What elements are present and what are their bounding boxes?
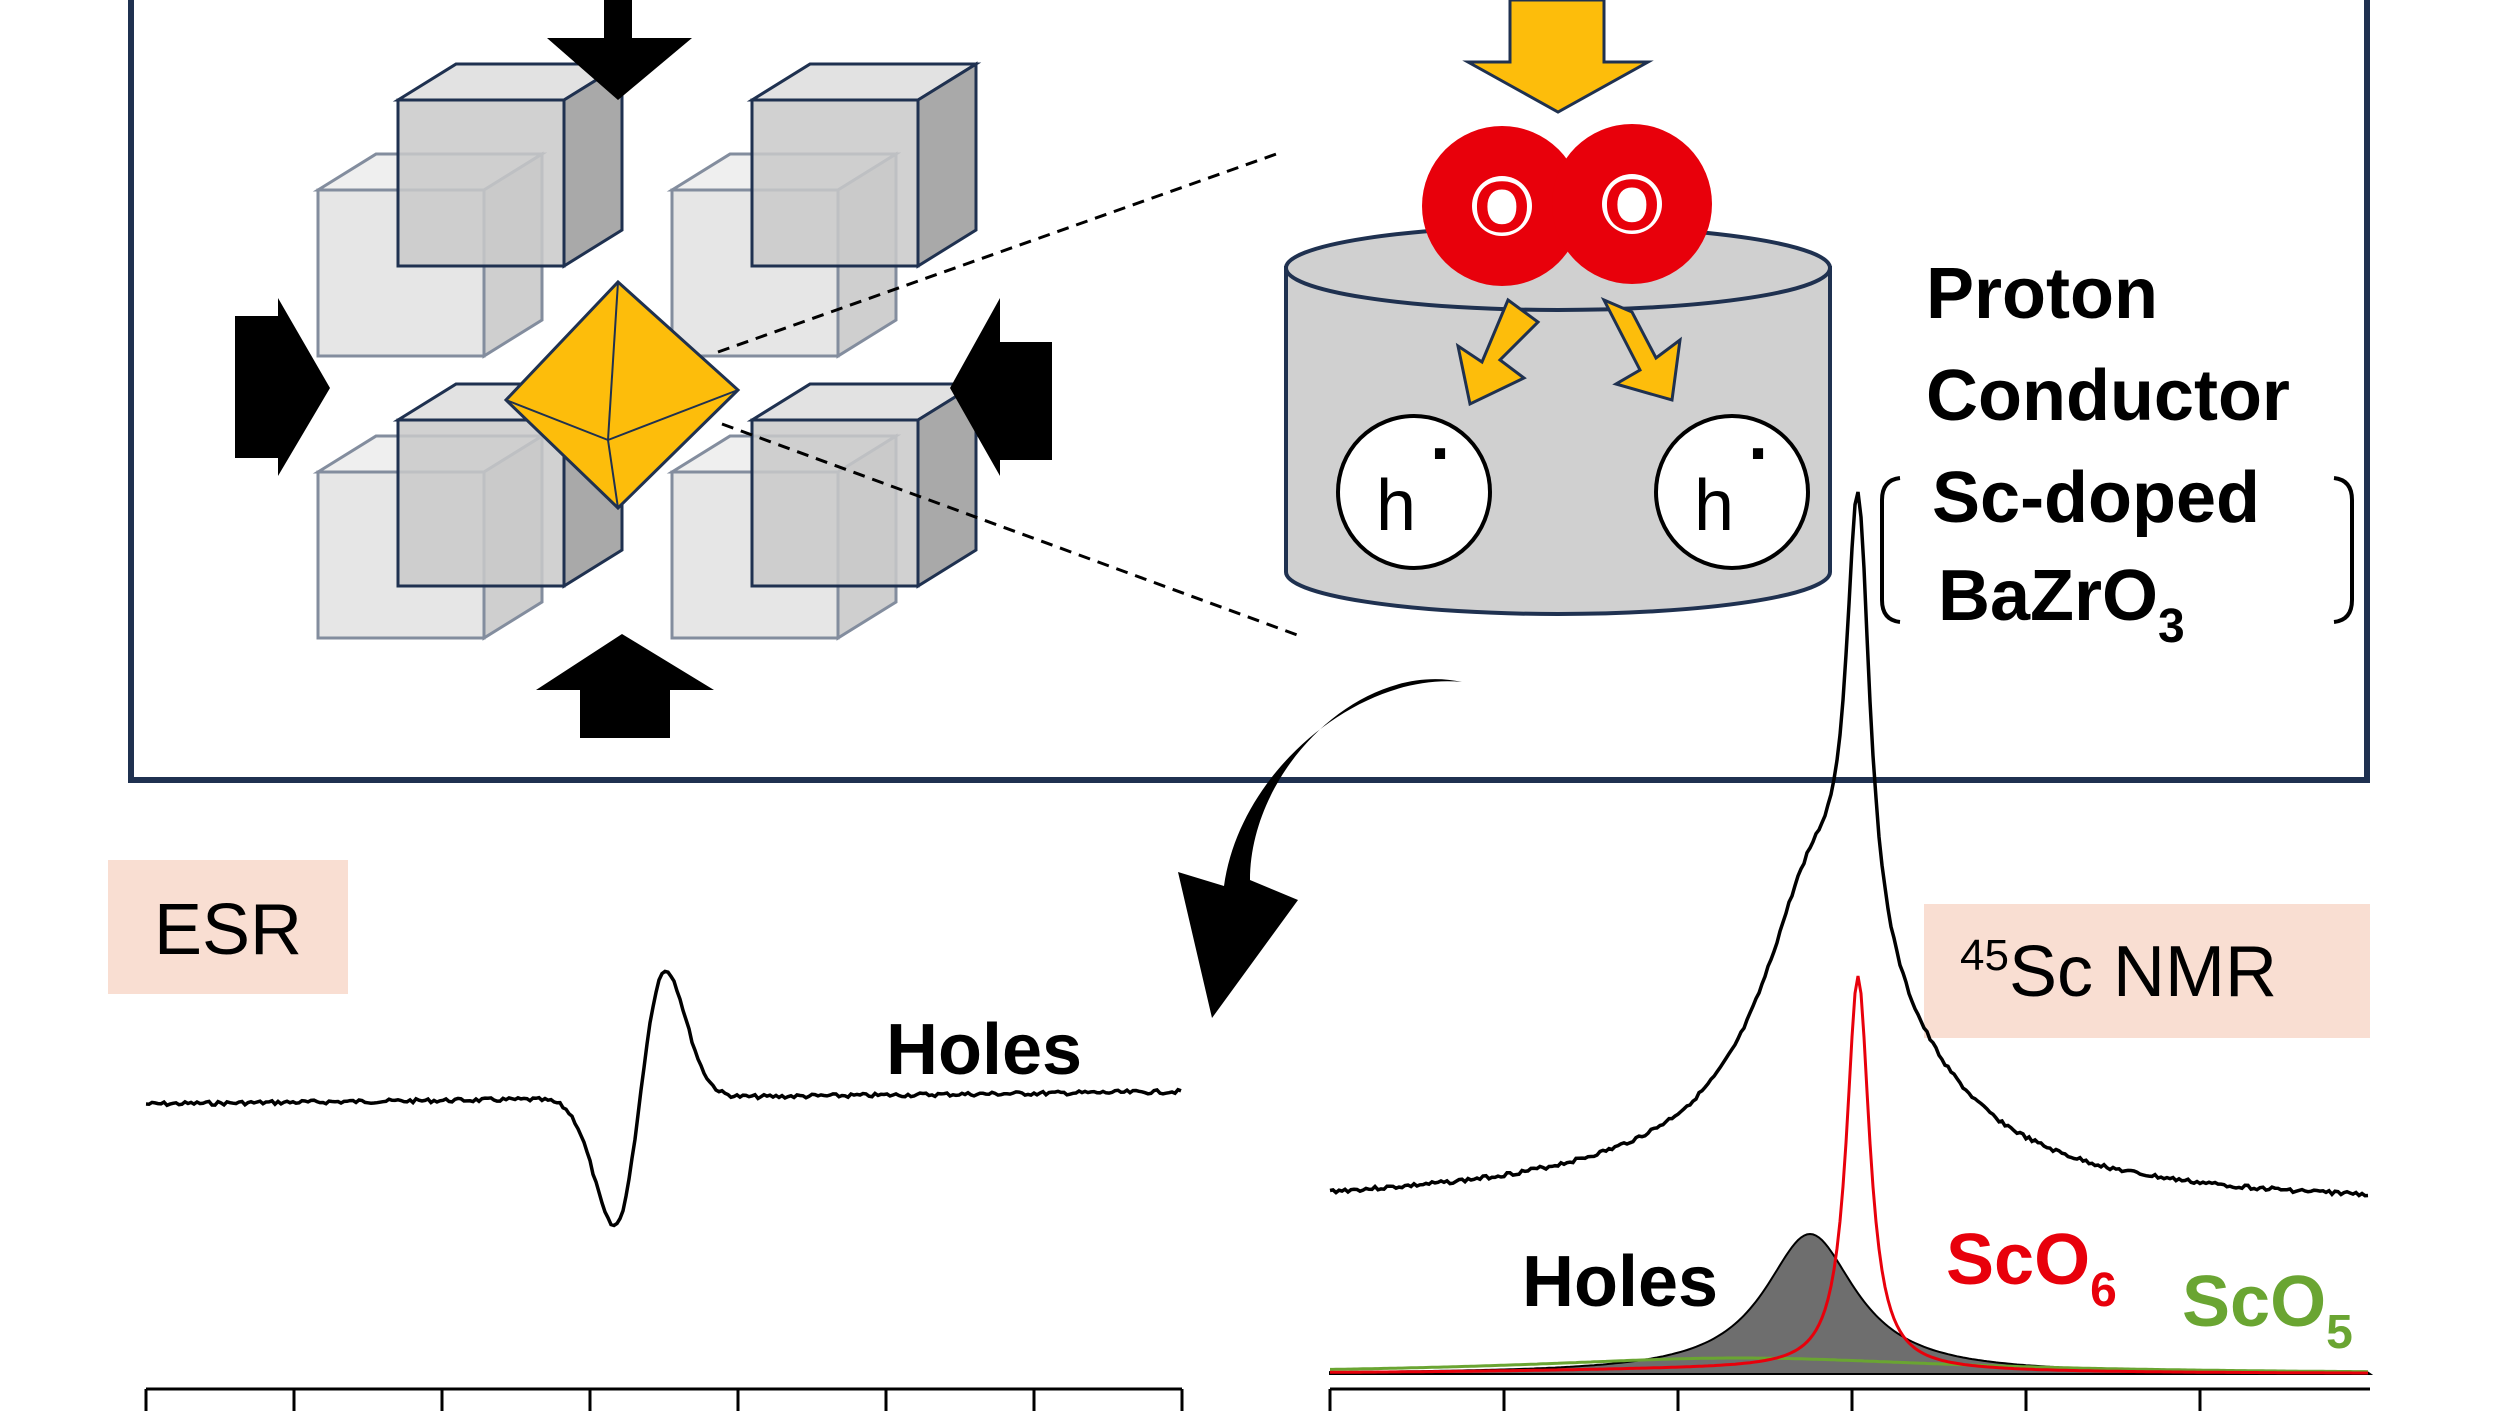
nmr-sco6-sub: 6 [2090,1264,2117,1317]
lattice-cube-5 [392,61,628,269]
oxygen-label-2: O [1604,166,1660,246]
perovskite-lattice [312,61,982,641]
cube-front-face [750,98,920,268]
oxygen-label-1: O [1474,168,1530,248]
compression-arrow-icon [536,634,714,738]
hole-icon [1654,414,1810,570]
hole-dot-2: · [1748,414,1772,494]
material-line-4: BaZrO3 [1938,556,2185,653]
nmr-title-sup: 45 [1960,931,2009,980]
curved-arrow-icon [1178,679,1462,1018]
material-line-2: Conductor [1926,356,2290,436]
oxygen-atom-icon [1422,126,1582,286]
material-formula: BaZrO [1938,556,2158,636]
nmr-holes-label: Holes [1522,1242,1718,1322]
hole-symbol-1: h [1376,466,1416,546]
nmr-title-main: Sc NMR [2009,932,2277,1012]
nmr-sco6-label: ScO6 [1946,1220,2117,1317]
hole-formation-arrow-icon [1600,296,1682,402]
nmr-sco5-line [1330,1356,2369,1374]
material-line-3: Sc-doped [1932,458,2260,538]
nmr-sco5-main: ScO [2182,1262,2326,1342]
esr-holes-label: Holes [886,1010,1082,1090]
material-formula-sub: 3 [2158,600,2185,653]
nmr-sco6-main: ScO [1946,1220,2090,1300]
esr-ticks [144,1389,1184,1411]
esr-title-bg [108,860,348,994]
material-line-1: Proton [1926,254,2158,334]
lattice-cube-6 [746,61,982,269]
nmr-sco5-sub: 5 [2326,1306,2353,1359]
nmr-ticks [1328,1389,2202,1411]
hole-symbol-2: h [1694,466,1734,546]
schematic-frame [128,0,2370,783]
cube-front-face [750,418,920,588]
esr-spectrum-line [145,969,1182,1228]
hole-formation-arrow-icon [1455,297,1541,407]
nmr-title-bg [1924,904,2370,1038]
oxygen-incorporation-arrow-icon [1462,0,1654,114]
hole-icon [1336,414,1492,570]
sco6-octahedron-icon [503,279,741,511]
compression-arrow-icon [950,298,1052,476]
oxygen-atom-icon [1552,124,1712,284]
left-bracket [1880,476,1901,624]
lattice-cube-8 [746,381,982,589]
esr-title: ESR [154,890,302,970]
right-bracket [2333,476,2354,624]
cube-front-face [396,418,566,588]
compression-arrow-icon [547,0,692,100]
hole-dot-1: · [1430,414,1454,494]
nmr-sco5-label: ScO5 [2182,1262,2353,1359]
zoom-line-bottom [721,422,1301,638]
nmr-sco6-line [1330,975,2368,1375]
cube-front-face [396,98,566,268]
compression-arrow-icon [235,298,330,476]
nmr-total-line [1329,491,2369,1198]
nmr-title: 45Sc NMR [1960,931,2277,1012]
cube-side-face [916,61,978,269]
